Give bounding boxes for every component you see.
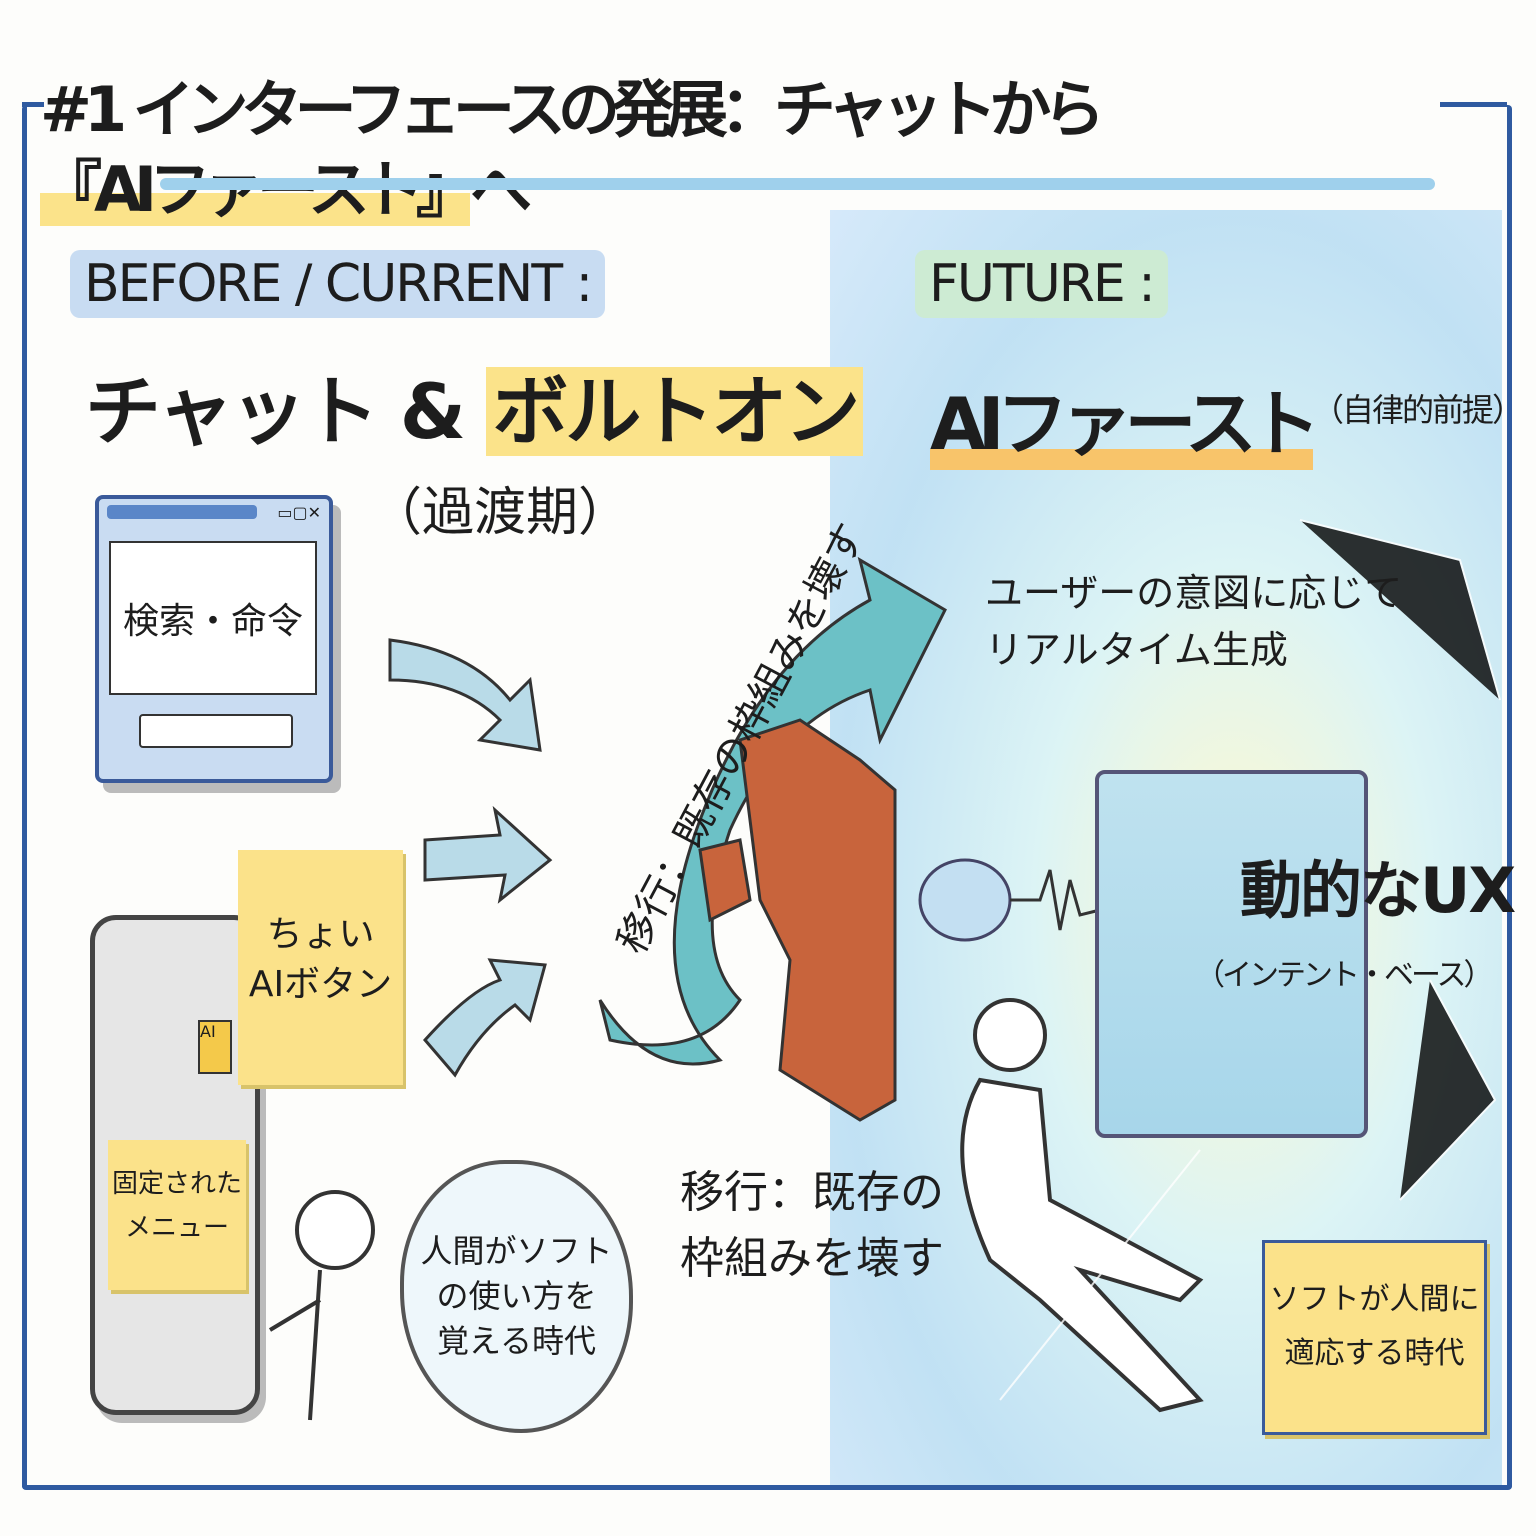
realtime-generation-label: ユーザーの意図に応じてリアルタイム生成	[985, 571, 1403, 672]
before-subheading: （過渡期）	[370, 483, 631, 543]
dynamic-ux-label: 動的なUX	[1240, 854, 1516, 927]
frame-border-top	[1440, 102, 1507, 107]
thought-bubble: 人間がソフトの使い方を覚える時代	[400, 1160, 633, 1433]
future-subheading: （自律的前提）	[1312, 391, 1524, 429]
dynamic-screen-illustration	[1095, 770, 1368, 1138]
chat-input-illustration	[139, 714, 293, 748]
frame-border	[22, 105, 1512, 1490]
heading-chat: チャット &	[85, 367, 487, 456]
big-arrow-icon	[598, 556, 947, 1066]
dynamic-ux-sublabel: （インテント・ベース）	[1195, 958, 1493, 993]
frustrated-person-icon	[268, 1190, 375, 1421]
frame-border-top	[22, 102, 44, 107]
window-titlebar	[107, 505, 257, 519]
arrow-icon	[423, 958, 547, 1078]
brain-icon	[918, 858, 1101, 942]
arrow-icon	[388, 638, 542, 752]
sticky-fixed-menu: 固定されたメニュー	[108, 1140, 246, 1290]
network-lines	[999, 519, 1501, 1401]
future-tag: FUTURE :	[915, 250, 1168, 318]
ai-button-chip: AI	[198, 1020, 232, 1074]
arrow-icon	[423, 805, 553, 904]
brick-wall-icon	[698, 718, 897, 1122]
window-text: 検索・命令	[109, 541, 317, 695]
future-heading: AIファースト	[930, 365, 1321, 470]
sticky-adapt: ソフトが人間に適応する時代	[1262, 1240, 1487, 1435]
before-tag: BEFORE / CURRENT :	[70, 250, 606, 318]
title-underline	[160, 178, 1435, 190]
small-arrows	[388, 638, 553, 1078]
before-heading: チャット & ボルトオン	[85, 350, 864, 460]
chat-window-illustration: ▭▢✕ 検索・命令	[95, 495, 333, 783]
heading-bolt-on: ボルトオン	[486, 367, 864, 456]
transition-caption: 移行：既存の枠組みを壊す	[680, 1167, 944, 1284]
window-controls-icon: ▭▢✕	[277, 503, 321, 522]
title-text: #1 インターフェースの発展：チャットから	[40, 73, 1105, 146]
relaxed-person-icon	[960, 998, 1204, 1413]
